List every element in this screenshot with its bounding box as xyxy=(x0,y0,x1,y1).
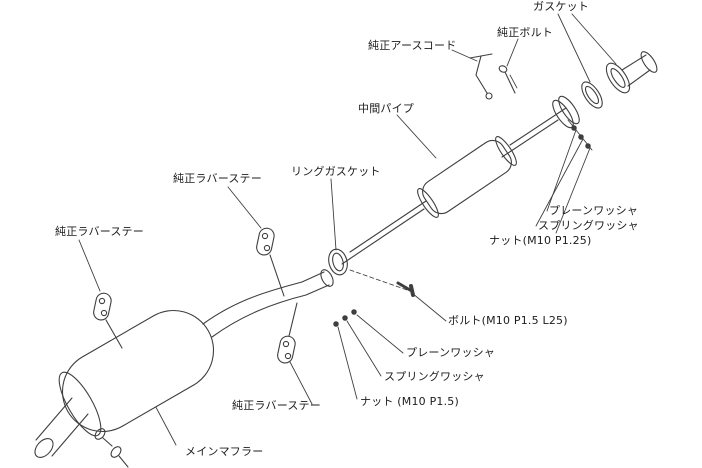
label-middle-pipe: 中間パイプ xyxy=(358,102,414,115)
rubber-stay-left-drawing xyxy=(93,292,123,349)
main-muffler-drawing xyxy=(34,309,215,458)
label-oem-earth-cord: 純正アースコード xyxy=(368,39,457,52)
label-oem-bolt: 純正ボルト xyxy=(497,26,553,39)
muffler-stud-bolts-drawing xyxy=(94,428,129,468)
earth-cord-drawing xyxy=(469,53,493,100)
label-plain-washer-lower: プレーンワッシャ xyxy=(406,346,496,359)
label-oem-rubber-stay-lower: 純正ラバーステー xyxy=(232,399,321,412)
label-gasket: ガスケット xyxy=(533,0,589,13)
right-fasteners-drawing xyxy=(567,119,593,151)
lower-fasteners-drawing xyxy=(333,269,415,327)
label-ring-gasket: リングガスケット xyxy=(291,165,381,178)
middle-pipe-drawing xyxy=(341,107,567,265)
front-pipe-drawing xyxy=(202,269,334,338)
label-main-muffler: メインマフラー xyxy=(185,445,264,458)
ring-gasket-drawing xyxy=(328,248,348,276)
rubber-stay-upper-drawing xyxy=(256,227,285,297)
label-spring-washer-right: スプリングワッシャ xyxy=(538,219,639,232)
leader-lines xyxy=(78,13,617,446)
label-bolt-m10: ボルト(M10 P1.5 L25) xyxy=(448,314,568,327)
label-spring-washer-lower: スプリングワッシャ xyxy=(384,370,485,383)
label-nut-lower: ナット (M10 P1.5) xyxy=(360,395,459,408)
label-oem-rubber-stay-upper: 純正ラバーステー xyxy=(173,172,262,185)
label-nut-right: ナット(M10 P1.25) xyxy=(489,234,592,247)
label-plain-washer-right: プレーンワッシャ xyxy=(549,204,639,217)
rubber-stay-lower-drawing xyxy=(277,302,298,364)
flange-and-gasket-drawing xyxy=(552,51,658,129)
oem-bolt-drawing xyxy=(498,65,518,94)
label-oem-rubber-stay-left: 純正ラバーステー xyxy=(55,225,144,238)
